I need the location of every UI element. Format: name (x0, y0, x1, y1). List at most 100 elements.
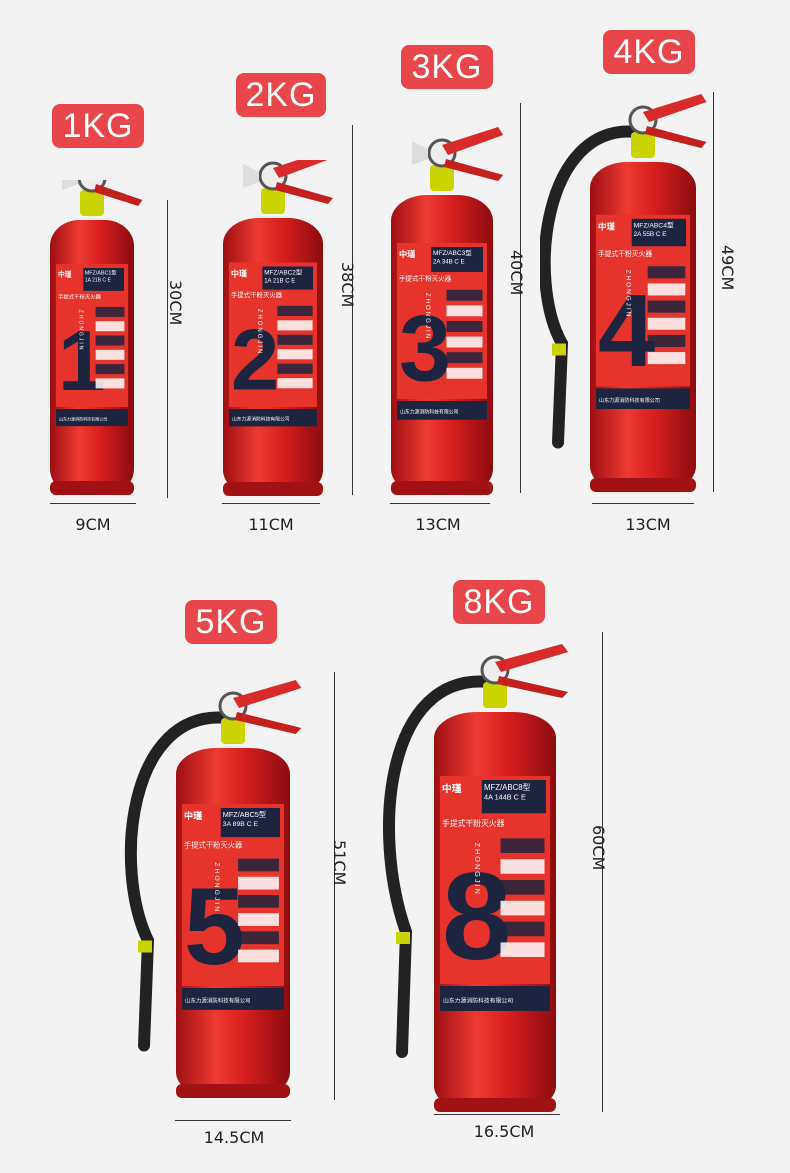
valve-collar (631, 132, 655, 158)
capacity-badge-2kg: 2KG (236, 73, 326, 117)
label-footer (440, 986, 550, 1011)
label-info-row (95, 364, 125, 375)
label-info-row (238, 913, 279, 926)
width-line-4kg (592, 503, 694, 504)
label-header (431, 247, 483, 272)
label-header (262, 266, 313, 290)
label-vertical-brand: ZHONGJIN (213, 862, 220, 913)
height-label-4kg: 49CM (718, 245, 737, 291)
label-info-row (446, 321, 483, 332)
label-info-row (446, 367, 483, 379)
label-info-row (95, 378, 125, 389)
label-model: MFZ/ABC3型 (433, 248, 472, 257)
label-numeral: 5 (184, 866, 245, 988)
capacity-badge-5kg: 5KG (185, 600, 277, 644)
width-line-3kg (390, 503, 490, 504)
label-brand: 中瑾 (58, 270, 72, 279)
label-info-row (95, 335, 125, 346)
label-model: MFZ/ABC1型 (85, 269, 118, 277)
handle-top (442, 127, 504, 155)
label-info-row (446, 336, 483, 348)
width-line-2kg (222, 503, 320, 504)
label-info-row (647, 283, 686, 296)
valve-collar (261, 188, 285, 214)
width-label-3kg: 13CM (415, 515, 461, 534)
label-company: 山东力源消防科技有限公司 (400, 408, 459, 415)
label-numeral: 3 (399, 295, 451, 400)
label-info-row (238, 876, 279, 890)
label-header (220, 808, 280, 838)
label-company: 山东力源消防科技有限公司 (232, 416, 290, 423)
capacity-badge-3kg: 3KG (401, 45, 493, 89)
label-brand: 中瑾 (184, 810, 202, 821)
handle-bottom (275, 182, 333, 204)
label-type: 手提式干粉灭火器 (598, 249, 652, 258)
handle-bottom (235, 712, 302, 734)
label-header (631, 218, 686, 247)
handle-bottom (94, 184, 143, 206)
label-info-row (277, 349, 313, 360)
label-footer (182, 988, 284, 1010)
label-brand: 中瑾 (399, 249, 415, 259)
label-type: 手提式干粉灭火器 (184, 841, 243, 850)
nozzle (62, 180, 78, 190)
hose (124, 711, 233, 1052)
handle-top (233, 680, 302, 708)
height-line-3kg (520, 103, 521, 493)
label-info-row (95, 306, 125, 317)
label-rating: 2A 34B C E (433, 258, 465, 265)
valve-collar (80, 190, 104, 216)
label-info-row (500, 859, 545, 874)
label-brand: 中瑾 (598, 221, 615, 231)
label-rating: 3A 89B C E (223, 821, 259, 828)
label-footer (56, 409, 128, 427)
width-label-2kg: 11CM (248, 515, 294, 534)
height-line-2kg (352, 125, 353, 495)
cylinder-base (176, 1084, 290, 1098)
width-label-4kg: 13CM (625, 515, 671, 534)
height-label-1kg: 30CM (166, 280, 185, 326)
cylinder-base (434, 1098, 556, 1112)
handle-top (273, 160, 328, 178)
handle-top (643, 94, 707, 122)
label-info-row (647, 317, 686, 330)
label-type: 手提式干粉灭火器 (231, 290, 283, 299)
label-info-row (95, 321, 125, 332)
label-info-row (647, 300, 686, 313)
label-brand: 中瑾 (442, 782, 462, 795)
label-numeral: 2 (231, 312, 279, 409)
label-footer (596, 388, 690, 409)
label-info-row (238, 858, 279, 872)
label-type: 手提式干粉灭火器 (399, 273, 452, 282)
hose (540, 125, 643, 449)
hose-collar (138, 940, 152, 953)
label-info-row (500, 900, 545, 916)
hose (383, 675, 495, 1058)
cylinder-base (50, 481, 134, 495)
height-line-8kg (602, 632, 603, 1112)
height-label-5kg: 51CM (330, 840, 349, 886)
width-line-5kg (175, 1120, 291, 1121)
label-footer (229, 409, 317, 427)
label-info-row (277, 334, 313, 345)
label-info-row (446, 289, 483, 301)
label-model: MFZ/ABC2型 (264, 267, 303, 276)
height-label-8kg: 60CM (589, 825, 608, 871)
label-info-row (238, 895, 279, 908)
nozzle (243, 164, 259, 188)
valve-collar (221, 718, 245, 744)
label-vertical-brand: ZHONGJIN (473, 843, 482, 896)
label-info-row (446, 352, 483, 364)
label-header (83, 268, 124, 291)
nozzle (412, 141, 428, 165)
label-model: MFZ/ABC8型 (484, 783, 531, 792)
label-numeral: 4 (598, 273, 655, 388)
valve-collar (483, 682, 507, 708)
label-vertical-brand: ZHONGJIN (624, 270, 631, 319)
label-model: MFZ/ABC5型 (223, 810, 266, 819)
label-info-row (500, 942, 545, 957)
